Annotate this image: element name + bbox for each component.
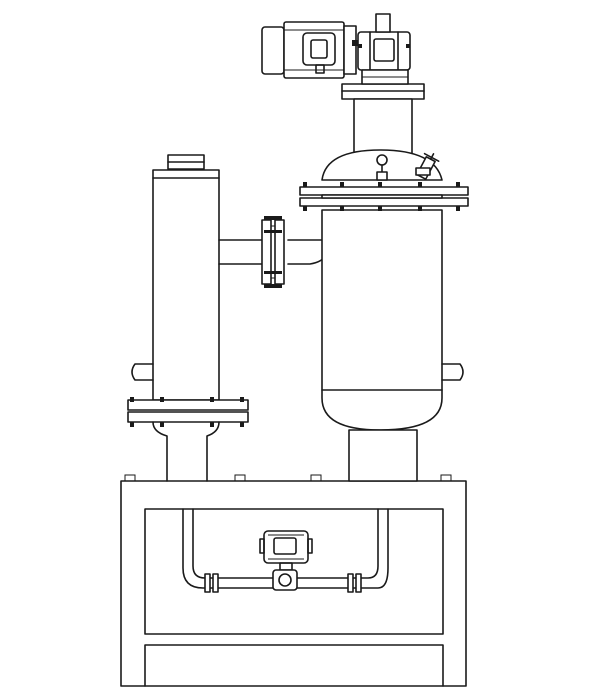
flange-bolt <box>456 182 460 187</box>
cable-gland <box>315 64 325 74</box>
flange-bolt <box>303 206 307 211</box>
flange-bolt <box>303 182 307 187</box>
actuated-ball-valve <box>259 530 313 591</box>
flange-plate <box>261 219 272 285</box>
frame-window <box>144 508 444 635</box>
top-flange-lower <box>299 197 469 207</box>
frame-pad <box>124 474 136 482</box>
flange-bolt <box>264 230 282 233</box>
flange-bolt <box>378 206 382 211</box>
flange-bolt <box>456 206 460 211</box>
eye-base <box>376 171 388 181</box>
valve-actuator <box>263 530 309 564</box>
vessel-body <box>321 209 443 431</box>
vent-valve <box>415 152 440 180</box>
connecting-pipe <box>218 239 326 265</box>
flange-bolt <box>240 397 244 402</box>
frame-pad <box>440 474 452 482</box>
base-frame <box>120 474 467 687</box>
vessel-top-flange <box>299 182 469 211</box>
pipe-flange <box>204 573 211 593</box>
pipe-bottom <box>287 255 326 265</box>
flange-bolt <box>130 422 134 427</box>
flange-bolt <box>210 397 214 402</box>
gasket <box>270 225 276 279</box>
drive-shaft-housing <box>353 98 413 158</box>
flange-upper <box>127 399 249 411</box>
valve-body <box>272 569 298 591</box>
vent-stem <box>429 153 435 160</box>
flange-lower <box>127 411 249 423</box>
motor-end-cap <box>261 26 285 75</box>
gearbox-bolt <box>406 44 410 48</box>
flange-plate <box>274 219 285 285</box>
terminal-box <box>302 32 336 66</box>
lifting-eye <box>376 154 388 181</box>
gear-motor <box>261 13 411 85</box>
flange-gasket <box>321 194 443 199</box>
gearbox-bolt <box>358 44 362 48</box>
column-body <box>152 169 220 401</box>
valve-stem <box>279 562 293 571</box>
flange-bolt <box>340 206 344 211</box>
flange-bolt <box>264 271 282 274</box>
flange-bolt <box>418 182 422 187</box>
column-reducer-left <box>152 421 168 482</box>
flange-bolt <box>240 422 244 427</box>
vent-base <box>415 167 431 176</box>
flange-bolt <box>210 422 214 427</box>
filter-vessel <box>321 149 464 482</box>
actuator-window <box>273 537 297 555</box>
pipe-flange <box>212 573 219 593</box>
motor-adapter-flange <box>343 25 357 75</box>
flange-bolt <box>264 284 282 288</box>
flange-bolt <box>160 422 164 427</box>
terminal-box-cover <box>310 39 328 59</box>
drain-pipe-loop <box>182 508 389 593</box>
bottom-outlet-pipe <box>348 429 418 482</box>
side-outlet-stub-left <box>131 363 154 381</box>
flange-bolt <box>378 182 382 187</box>
pipe-flange <box>355 573 362 593</box>
adapter-bolt <box>352 40 358 46</box>
gearbox-body <box>357 31 411 71</box>
inline-pipe-flange <box>261 216 285 288</box>
flange-bolt <box>418 206 422 211</box>
flange-bolt <box>130 397 134 402</box>
flange-bolt <box>160 397 164 402</box>
frame-pad <box>234 474 246 482</box>
valve-ball <box>278 573 292 587</box>
side-outlet-stub-right <box>441 363 464 381</box>
tall-filter-column <box>131 154 220 401</box>
actuator-side <box>259 538 265 554</box>
gearbox-breather <box>375 13 391 33</box>
flange-bolt <box>340 182 344 187</box>
frame-outer <box>120 480 467 687</box>
flange-bolt <box>264 216 282 220</box>
frame-lower-rail <box>144 644 444 687</box>
top-flange-upper <box>299 186 469 196</box>
column-reducer-right <box>206 421 220 482</box>
drive-shaft-column <box>341 83 425 158</box>
frame-pad <box>310 474 322 482</box>
pipe-flange <box>347 573 354 593</box>
column-bottom-flange <box>127 397 249 482</box>
gearbox-cover <box>373 38 395 62</box>
actuator-side <box>307 538 313 554</box>
